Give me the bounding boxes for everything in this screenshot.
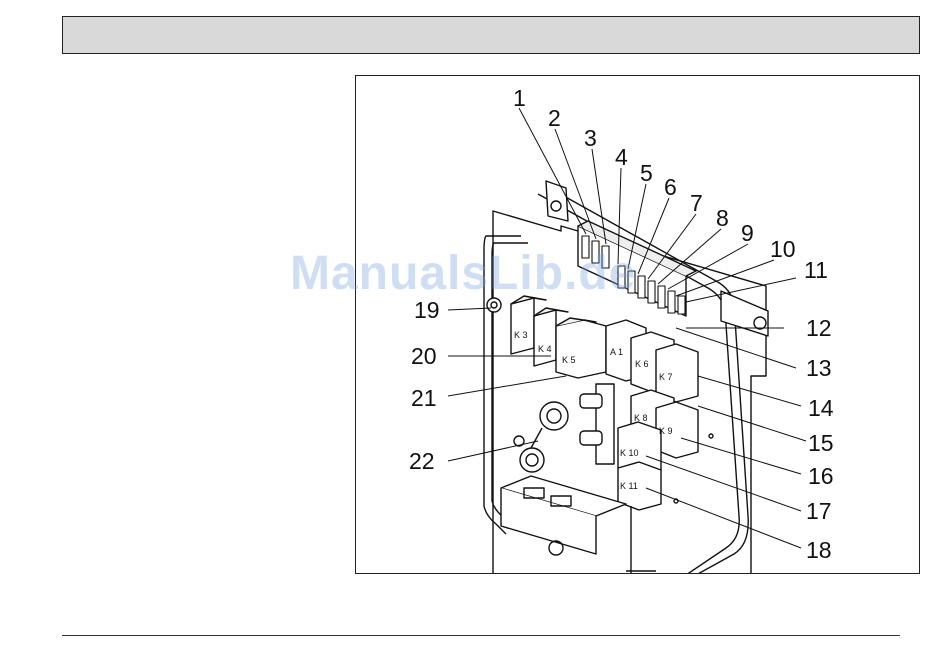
callout-number: 22 [409, 448, 435, 474]
relay-label: K 9 [659, 426, 673, 436]
callout-number: 21 [411, 385, 437, 411]
footer-divider [62, 635, 900, 636]
fuse-relay-box-diagram: K 3 K 4 K 5 A 1 K 6 K 7 K 8 K 9 K 10 K 1… [356, 76, 920, 574]
callout-number: 3 [584, 125, 597, 151]
callout-number: 11 [804, 257, 828, 283]
callout-number: 15 [808, 430, 834, 456]
callout-number: 9 [741, 220, 754, 246]
header-bar [62, 16, 920, 54]
callout-number: 14 [808, 395, 834, 421]
callout-number: 13 [806, 355, 832, 381]
fuse-relay-box-figure: K 3 K 4 K 5 A 1 K 6 K 7 K 8 K 9 K 10 K 1… [355, 75, 920, 574]
relay-label: K 8 [634, 413, 648, 423]
callout-number: 10 [770, 236, 796, 262]
callout-number: 8 [716, 205, 729, 231]
callout-number: 7 [690, 190, 703, 216]
callout-number: 18 [806, 537, 832, 563]
watermark: ManualsLib.de [290, 246, 636, 301]
callout-number: 6 [664, 174, 677, 200]
callout-number: 2 [548, 105, 561, 131]
relay-label: K 5 [562, 355, 576, 365]
callout-number: 4 [615, 144, 628, 170]
relay-label: K 3 [514, 330, 528, 340]
relay-label: K 10 [620, 448, 639, 458]
callout-number: 20 [411, 343, 437, 369]
relay-label: K 7 [659, 372, 673, 382]
callout-number: 17 [806, 498, 832, 524]
relay-label: K 11 [620, 481, 638, 491]
callout-number: 5 [640, 160, 653, 186]
callout-number: 1 [513, 85, 526, 111]
relay-label: K 6 [635, 359, 649, 369]
callout-number: 12 [806, 315, 832, 341]
relay-label: A 1 [610, 347, 623, 357]
relay-label: K 4 [538, 344, 552, 354]
callout-number: 16 [808, 463, 834, 489]
